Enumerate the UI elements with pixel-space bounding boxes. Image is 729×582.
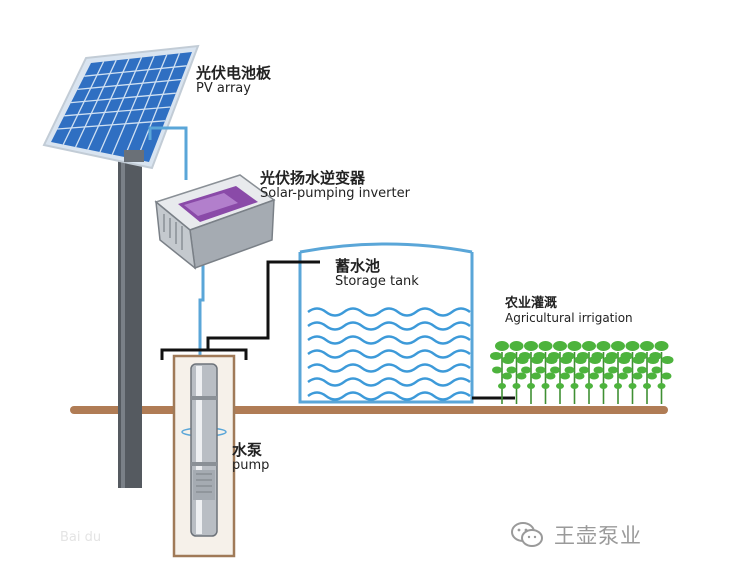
pv-array-label-cn: 光伏电池板 xyxy=(196,64,272,82)
crop-plant xyxy=(519,341,543,404)
pump-label-cn: 水泵 xyxy=(232,441,263,459)
inverter-label-cn: 光伏扬水逆变器 xyxy=(260,169,366,187)
pole-highlight xyxy=(121,158,125,488)
inverter-label: 光伏扬水逆变器 Solar-pumping inverter xyxy=(260,169,410,202)
storage-tank-label-cn: 蓄水池 xyxy=(335,257,381,275)
brand-watermark-text: 王壶泵业 xyxy=(554,524,642,548)
crop-plant xyxy=(490,341,514,404)
submersible-pump xyxy=(190,363,218,537)
water-pipe xyxy=(206,260,515,400)
brand-watermark: 王壶泵业 xyxy=(510,520,642,550)
irrigation-label-en: Agricultural irrigation xyxy=(505,310,633,325)
ground-line xyxy=(70,406,668,414)
crop-plant xyxy=(649,341,674,404)
crop-plant xyxy=(620,341,645,404)
storage-tank xyxy=(298,242,474,404)
storage-tank-label-en: Storage tank xyxy=(335,274,419,290)
power-cable xyxy=(148,126,205,370)
crop-plant xyxy=(548,341,572,404)
inverter-label-en: Solar-pumping inverter xyxy=(260,186,410,202)
pump-label: 水泵 pump xyxy=(232,441,270,474)
faint-watermark-logo: Bai du xyxy=(60,530,102,545)
storage-tank-label: 蓄水池 Storage tank xyxy=(335,257,419,290)
crop-field xyxy=(490,341,674,404)
pv-array-label-en: PV array xyxy=(196,81,251,97)
irrigation-label-cn: 农业灌溉 xyxy=(505,296,558,311)
pump-label-en: pump xyxy=(232,458,270,474)
pv-array-label: 光伏电池板 PV array xyxy=(196,64,272,97)
crop-plant xyxy=(533,341,558,404)
irrigation-label: 农业灌溉 Agricultural irrigation xyxy=(505,296,633,326)
solar-panel xyxy=(42,44,200,170)
wechat-icon xyxy=(511,522,543,547)
pump-inverter xyxy=(154,174,276,270)
crop-plant xyxy=(635,341,659,404)
